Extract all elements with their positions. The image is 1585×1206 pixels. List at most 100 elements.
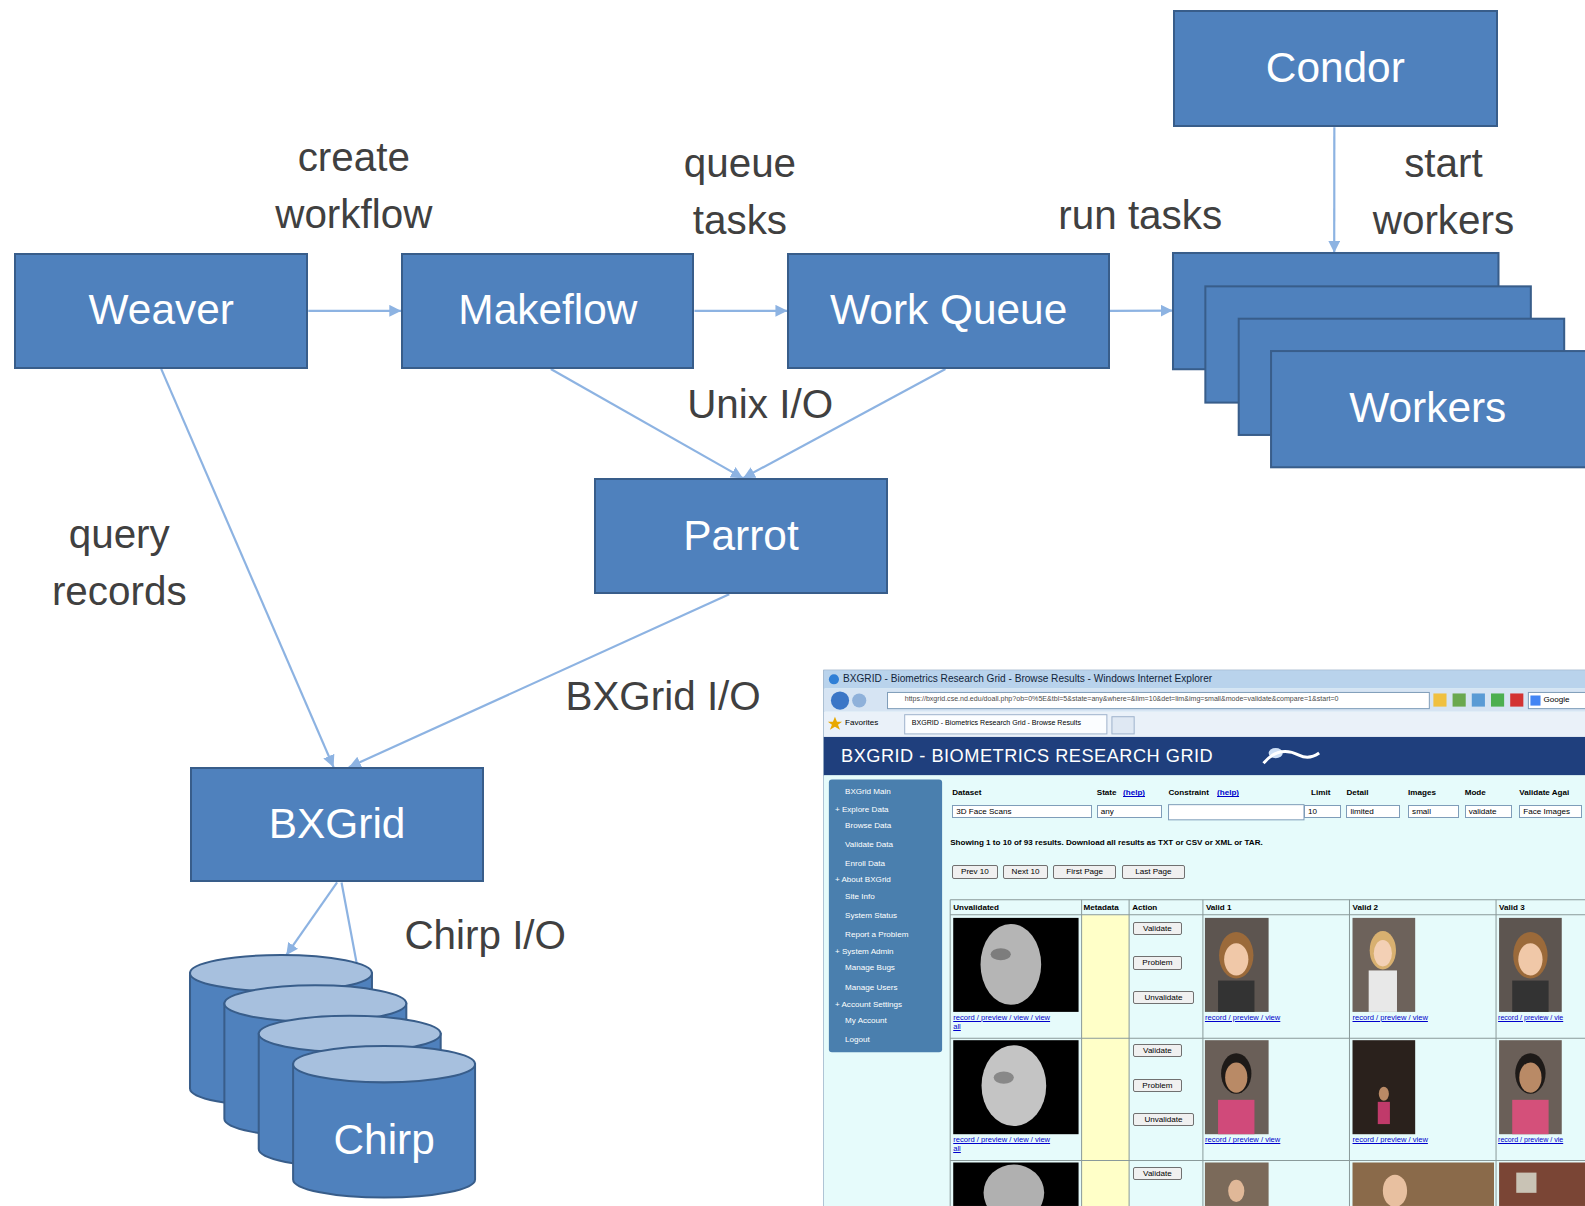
cylinder-stack [190,955,473,1206]
search-icon [1530,695,1540,705]
node-label: BXGrid [269,800,406,849]
record-links: record / preview / view [1353,1014,1428,1023]
scan-face [982,1045,1047,1126]
toolbar-icon [1453,693,1466,706]
field-label: Mode [1465,788,1486,797]
connector [1110,309,1173,311]
browser-tab [905,715,1107,734]
forward-button [852,693,866,707]
toolbar-icon [1491,693,1504,706]
help-link: (help) [1217,788,1239,797]
worker-box [1271,351,1585,467]
text-area: Parrot [596,480,885,592]
node-label: Weaver [89,286,234,335]
cluster-manager-box: Condor [1173,10,1498,127]
menu-item: System Status [845,911,897,920]
node-label: Workers [1349,384,1506,433]
node-label: Parrot [683,512,798,561]
toolbar-icon [1433,693,1446,706]
grid-line [1202,900,1203,1206]
button: First Page [1053,865,1116,878]
photo-hair [1221,1053,1251,1093]
favorites-row [824,712,1585,737]
address-text: https://bxgrid.cse.nd.edu/doall.php?ob=0… [905,695,1339,703]
menu-item: + Explore Data [835,805,889,814]
site-logo [1264,752,1320,764]
io-adapter-box: Parrot [594,478,887,594]
field-label: Detail [1346,788,1368,797]
record-links: record / preview / view [1353,1136,1428,1145]
grid-line [950,1038,1585,1039]
text-area: Work Queue [789,255,1107,367]
edge-label: run tasks [1058,187,1222,244]
edge-label: Unix I/O [687,376,833,433]
photo [1499,1163,1585,1206]
button: Problem [1133,956,1182,969]
text-area: Makeflow [403,255,692,367]
field-label: Valid 1 [1206,903,1232,912]
help-link: (help) [1123,788,1145,797]
connector [1333,127,1335,252]
window-frame [824,670,1585,1206]
field-label: Valid 2 [1353,903,1379,912]
record-links: record / preview / view / view all [953,1136,1054,1153]
site-title: BXGRID - BIOMETRICS RESEARCH GRID [841,746,1213,767]
browser-screenshot [824,670,1585,1206]
grid-line [1081,900,1082,1206]
data-repository-box: BXGrid [190,767,484,882]
photo [1499,918,1562,1012]
scan-face [981,924,1042,1005]
photo-face [1224,943,1248,975]
menu-item: Enroll Data [845,859,885,868]
menu-item: Manage Users [845,983,898,992]
record-links: record / preview / view [1205,1014,1280,1023]
edge-label: queue tasks [659,135,821,248]
table-grid [950,900,1585,1206]
new-tab [1112,717,1134,734]
face-photos [1205,918,1585,1206]
field-label: Validate Agai [1519,788,1569,797]
scan-image [953,918,1078,1012]
grid-line [950,900,951,1206]
menu-item: BXGrid Main [845,787,891,796]
text-area: Weaver [16,255,306,367]
photo-face [1518,943,1542,975]
worker-stack: Workers [1173,253,1585,467]
select-box: small [1408,805,1459,818]
menu-item: Report a Problem [845,930,908,939]
menu-item: Manage Bugs [845,963,895,972]
edge-label: query records [23,506,215,619]
workflow-generator-box: Weaver [14,253,308,369]
photo-hair [1515,1053,1545,1093]
photo [1353,1040,1416,1134]
scan-face [994,1072,1014,1084]
grid-line [1496,900,1497,1206]
button: Problem [1133,1079,1182,1092]
photo-face [1379,1087,1389,1101]
select-box: validate [1465,805,1513,818]
field-label: Dataset [952,788,981,797]
record-links: record / preview / view [1205,1136,1280,1145]
address-row [824,688,1585,711]
field-label: Images [1408,788,1436,797]
button: Validate [1133,1167,1182,1180]
connector [308,310,401,312]
text-area: Workers [1271,351,1585,467]
button: Next 10 [1003,865,1048,878]
select-box: any [1097,805,1163,818]
constraint-input [1169,805,1304,820]
select-box: Face Images [1519,805,1582,818]
select-box: 3D Face Scans [952,805,1091,818]
photo-face [1383,1175,1407,1206]
grid-line [1129,900,1130,1206]
grid-line [950,914,1585,915]
field-label: State [1097,788,1117,797]
page-body [824,775,1585,1206]
menu-item: Site Info [845,892,875,901]
menu-item: My Account [845,1016,887,1025]
cylinder-top [293,1046,475,1082]
photo-body [1512,981,1548,1012]
photo-face [1228,1180,1244,1202]
photo [1205,918,1269,1012]
